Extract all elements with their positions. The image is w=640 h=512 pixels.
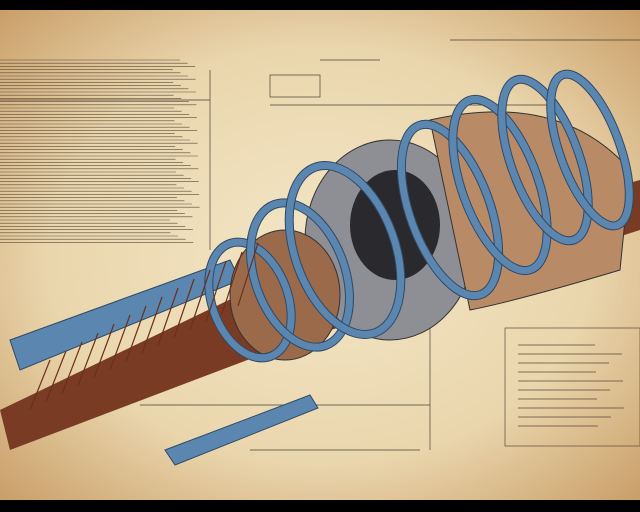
rust-struts	[29, 242, 259, 411]
strut	[237, 242, 259, 307]
strut	[189, 269, 211, 331]
strut	[93, 323, 115, 379]
coil-rings	[204, 69, 634, 363]
strut	[29, 359, 51, 411]
coil-ring	[498, 75, 592, 245]
text-block-right	[504, 327, 640, 447]
strut	[77, 332, 99, 387]
strut	[45, 350, 67, 403]
strut	[173, 278, 195, 339]
strut	[61, 341, 83, 395]
coil-ring	[247, 199, 353, 351]
coil-ring	[285, 162, 405, 338]
strut	[125, 305, 147, 363]
coil-ring	[397, 120, 503, 300]
strut	[205, 260, 227, 323]
strut	[157, 287, 179, 347]
coil-ring	[547, 70, 633, 230]
machine-drawing	[0, 39, 640, 466]
coil-ring	[205, 238, 295, 362]
text-block-left	[0, 59, 200, 243]
strut	[141, 296, 163, 355]
coil-ring	[449, 95, 551, 275]
strut	[109, 314, 131, 371]
blueprint-illustration	[0, 10, 640, 500]
strut	[221, 251, 243, 315]
